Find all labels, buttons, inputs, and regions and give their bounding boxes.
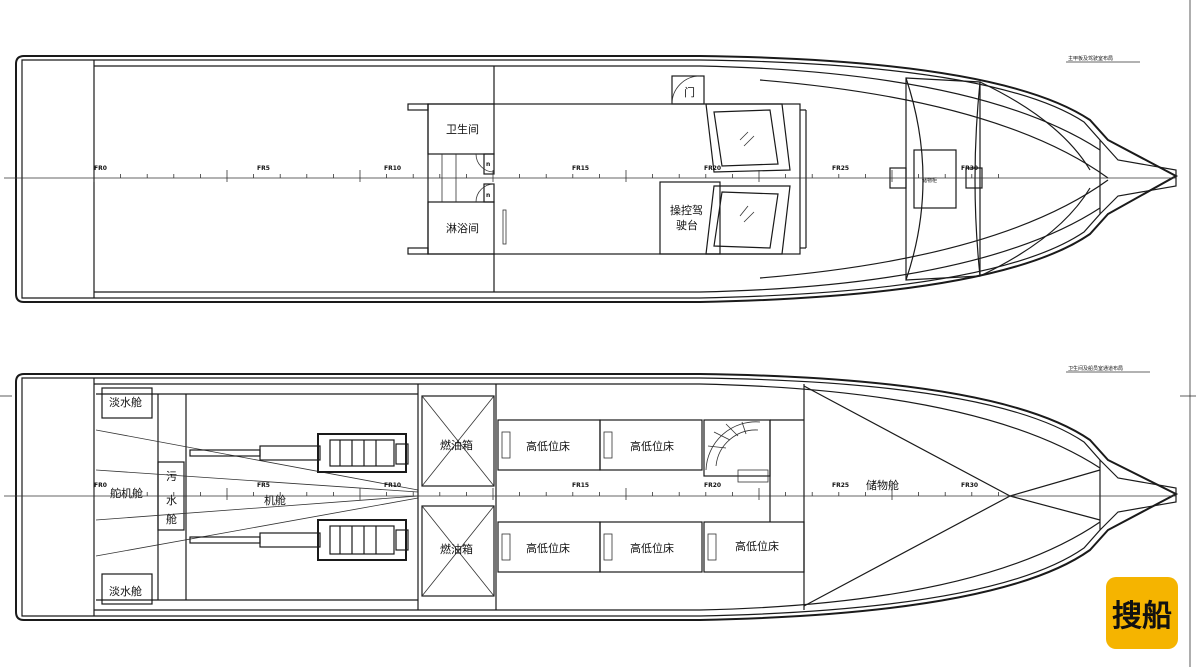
toilet-room (427, 103, 495, 155)
bunk-2 (599, 419, 703, 471)
lower-frame-fr15: FR15 (572, 482, 589, 489)
watermark-badge: 搜船 (1106, 577, 1178, 649)
lower-frame-fr5: FR5 (257, 482, 270, 489)
lower-frame-fr30: FR30 (961, 482, 978, 489)
sewage-label-1: 污 (166, 470, 177, 483)
lower-plan-title: 卫生间及船员室通道布局 (1068, 365, 1123, 372)
toilet-label: 卫生间 (446, 122, 479, 136)
shower-label: 淋浴间 (446, 222, 479, 235)
fuel-tank-bottom (421, 505, 495, 597)
deckhouse (427, 103, 801, 255)
engine-bottom (189, 519, 409, 561)
lower-frame-fr10: FR10 (384, 482, 401, 489)
fuel-bottom-label: 燃油箱 (440, 542, 473, 556)
helm-label-line1: 操控驾 (670, 203, 703, 217)
helm-label-line2: 驶台 (676, 218, 698, 232)
upper-plan: n n 储物柜 (4, 55, 1179, 303)
sewage-label-2: 水 (166, 494, 177, 507)
fresh-water-tank-top (101, 387, 153, 419)
shower-door-mark: n (486, 192, 490, 199)
sewage-label-3: 舱 (166, 512, 177, 526)
upper-frame-fr25: FR25 (832, 165, 849, 172)
engine-room-label: 机舱 (264, 493, 286, 507)
upper-hull-inner (21, 59, 1101, 299)
upper-frame-fr0: FR0 (94, 165, 107, 172)
upper-frame-fr15: FR15 (572, 165, 589, 172)
engine-top (189, 433, 409, 473)
spiral-stair (703, 419, 771, 477)
bunk-1-label: 高低位床 (526, 439, 570, 453)
lower-frame-ticks (93, 488, 999, 500)
fuel-top-label: 燃油箱 (440, 438, 473, 452)
store-locker (913, 149, 957, 209)
fuel-tank-top (421, 395, 495, 487)
store-locker-label: 储物柜 (922, 177, 937, 184)
lower-plan (4, 373, 1179, 621)
bunk-4-label: 高低位床 (630, 541, 674, 555)
bunk-5-label: 高低位床 (735, 539, 779, 553)
toilet-door-mark: n (486, 161, 490, 168)
upper-frame-ticks (93, 170, 999, 182)
lower-hull-outline (15, 373, 1179, 621)
bunk-3-label: 高低位床 (526, 541, 570, 555)
windscreen-top (705, 103, 791, 173)
lower-frame-fr20: FR20 (704, 482, 721, 489)
lower-frame-fr0: FR0 (94, 482, 107, 489)
upper-frame-fr5: FR5 (257, 165, 270, 172)
windscreen-bottom (705, 185, 791, 255)
upper-frame-fr30: FR30 (961, 165, 978, 172)
door-label: 门 (684, 85, 695, 99)
fresh-water-bottom-label: 淡水舱 (109, 584, 142, 598)
storage-hold-label: 储物舱 (866, 478, 899, 492)
upper-frame-fr20: FR20 (704, 165, 721, 172)
helm-console (659, 181, 721, 255)
fresh-water-tank-bottom (101, 573, 153, 605)
bunk-2-label: 高低位床 (630, 439, 674, 453)
upper-hull-outline (15, 55, 1179, 303)
shower-room (427, 201, 495, 255)
door-box (671, 75, 705, 105)
upper-plan-title: 主甲板及驾驶室布局 (1068, 55, 1113, 62)
bunk-4 (599, 521, 703, 573)
fresh-water-top-label: 淡水舱 (109, 395, 142, 409)
steering-room-label: 舵机舱 (110, 486, 143, 500)
upper-frame-fr10: FR10 (384, 165, 401, 172)
lower-frame-fr25: FR25 (832, 482, 849, 489)
